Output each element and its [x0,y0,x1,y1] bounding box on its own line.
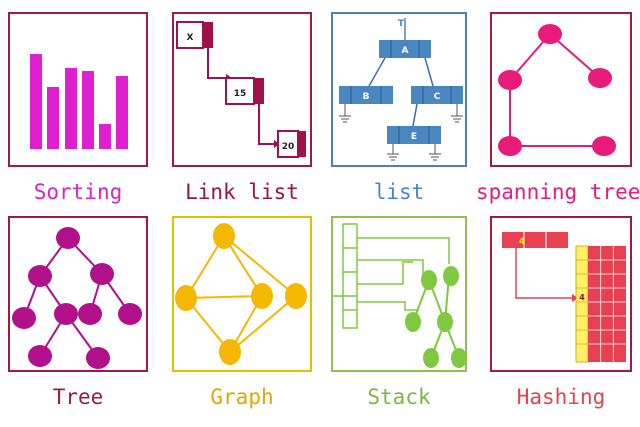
sorting-card[interactable] [8,12,148,167]
sorting-bars [30,54,128,149]
graph-diagram [175,223,307,365]
tree-node-r [90,263,114,285]
link-list-node-3-label: 20 [282,142,295,152]
link-list-node-1-label: X [187,33,194,43]
spanning-tree-node-1 [538,24,562,44]
list-node-b: B [339,86,393,104]
hashing-diagram: 4 4 [502,232,626,363]
spanning-tree-node-5 [592,136,616,156]
link-list-node-3: 20 [277,130,306,158]
graph-card[interactable] [172,216,312,372]
list-edge-a-c [424,57,434,87]
tree-node-ll [12,307,36,329]
sorting-bar-1 [30,54,42,149]
graph-edges [185,235,297,353]
link-list-diagram: X 15 20 [176,21,306,158]
list-node-b-label: B [363,92,370,102]
graph-node-3 [251,283,273,309]
list-node-c-label: C [434,92,441,102]
link-list-arrow-1 [207,48,226,79]
list-diagram: T A B C E [339,18,463,161]
list-null-grounds [339,104,463,161]
tree-node-lr [54,303,78,325]
spanning-tree-node-3 [588,68,612,88]
hashing-key-array: 4 [502,232,568,248]
spanning-tree-card[interactable] [490,12,632,167]
list-node-e: E [387,126,441,144]
tree-node-rl [78,303,102,325]
caption-sorting: Sorting [33,180,123,204]
spanning-tree-node-4 [498,136,522,156]
stack-tree-node-1 [421,270,437,290]
stack-frames [342,223,358,329]
caption-spanning-tree: spanning tree [476,180,640,204]
caption-stack: Stack [367,385,431,409]
spanning-tree-diagram [498,24,616,156]
tree-node-root [56,227,80,249]
stack-tree-node-5 [423,348,439,368]
list-edge-c-e [412,103,418,127]
graph-node-1 [213,223,235,249]
stack-tree-node-2 [443,266,459,286]
sorting-bar-2 [47,87,59,149]
spanning-tree-node-2 [498,70,522,90]
hashing-card[interactable]: 4 4 [490,216,632,372]
link-list-node-2: 15 [225,77,264,105]
tree-node-lrl [28,345,52,367]
stack-tree-node-6 [451,348,465,368]
stack-diagram [333,223,465,368]
list-node-c: C [411,86,463,104]
caption-hashing: Hashing [516,385,606,409]
sorting-bar-6 [116,76,128,149]
stack-card[interactable] [331,216,467,372]
caption-list: list [373,180,425,204]
sorting-bar-3 [65,68,77,149]
graph-node-2 [175,285,197,311]
sorting-bar-5 [99,124,111,149]
graph-node-4 [285,283,307,309]
hashing-bucket-label: 4 [579,293,585,302]
link-list-node-2-label: 15 [234,89,247,99]
spanning-tree-edges [509,33,604,147]
tree-node-lrr [86,347,110,369]
stack-tree-node-4 [437,312,453,332]
caption-tree: Tree [52,385,104,409]
tree-card[interactable] [8,216,148,372]
tree-node-rr [118,303,142,325]
list-node-e-label: E [411,132,417,142]
caption-graph: Graph [210,385,274,409]
list-card[interactable]: T A B C E [331,12,467,167]
tree-node-l [28,265,52,287]
link-list-node-1: X [176,21,213,49]
tree-edges [23,237,131,359]
stack-pointers [333,237,450,311]
hashing-index-column: 4 [575,245,589,363]
tree-diagram [12,227,142,369]
hashing-key-label: 4 [519,237,525,247]
stack-tree-node-3 [405,312,421,332]
list-entry-marker: T [398,19,405,29]
link-list-arrow-2 [258,104,274,145]
list-edge-a-b [368,57,386,87]
list-node-a: A [379,40,431,58]
sorting-bar-4 [82,71,94,149]
caption-link-list: Link list [185,180,299,204]
list-node-a-label: A [402,46,409,56]
link-list-card[interactable]: X 15 20 [172,12,312,167]
hashing-buckets [588,246,626,362]
hashing-pointer-head [572,294,578,302]
graph-node-5 [219,339,241,365]
hashing-pointer [515,248,572,299]
